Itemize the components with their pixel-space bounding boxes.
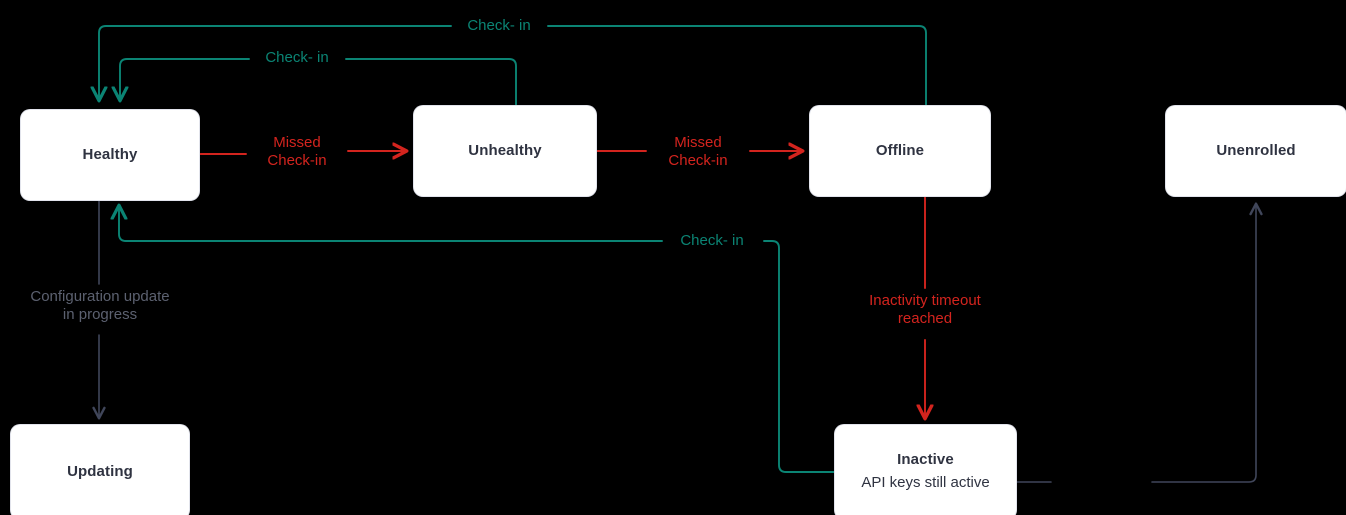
state-node-sublabel: API keys still active [861, 474, 990, 492]
state-node-label: Unenrolled [1216, 142, 1296, 159]
edge-healthy-to-unhealthy [198, 151, 406, 154]
state-node-label: Healthy [82, 146, 138, 163]
edge-label-unhealthy-to-offline: Missed Check-in [668, 134, 728, 169]
state-node-label: Offline [875, 142, 925, 159]
edge-inactive-to-unenrolled [1015, 202, 1263, 483]
state-node-inactive[interactable]: Inactive API keys still active [835, 425, 1016, 515]
state-node-healthy[interactable]: Healthy [21, 110, 199, 200]
edge-label-offline-to-inactive: Inactivity timeout reached [869, 292, 981, 327]
edge-label-unhealthy-to-healthy: Check- in [265, 49, 329, 66]
state-node-offline[interactable]: Offline [810, 106, 990, 196]
edge-label-healthy-to-updating: Configuration update in progress [30, 288, 170, 323]
state-node-unenrolled[interactable]: Unenrolled [1166, 106, 1346, 196]
state-node-updating[interactable]: Updating [11, 425, 189, 515]
state-node-unhealthy[interactable]: Unhealthy [414, 106, 596, 196]
edge-label-offline-to-healthy: Check- in [467, 17, 531, 34]
state-node-label: Inactive [897, 451, 954, 469]
edge-inactive-to-healthy [119, 206, 836, 473]
edge-offline-to-healthy [99, 25, 927, 107]
edge-label-healthy-to-unhealthy: Missed Check-in [267, 134, 327, 169]
state-node-label: Updating [67, 463, 133, 480]
edge-label-inactive-to-healthy: Check- in [680, 232, 744, 249]
edge-unhealthy-to-healthy [120, 58, 517, 107]
state-node-label: Unhealthy [468, 142, 542, 159]
